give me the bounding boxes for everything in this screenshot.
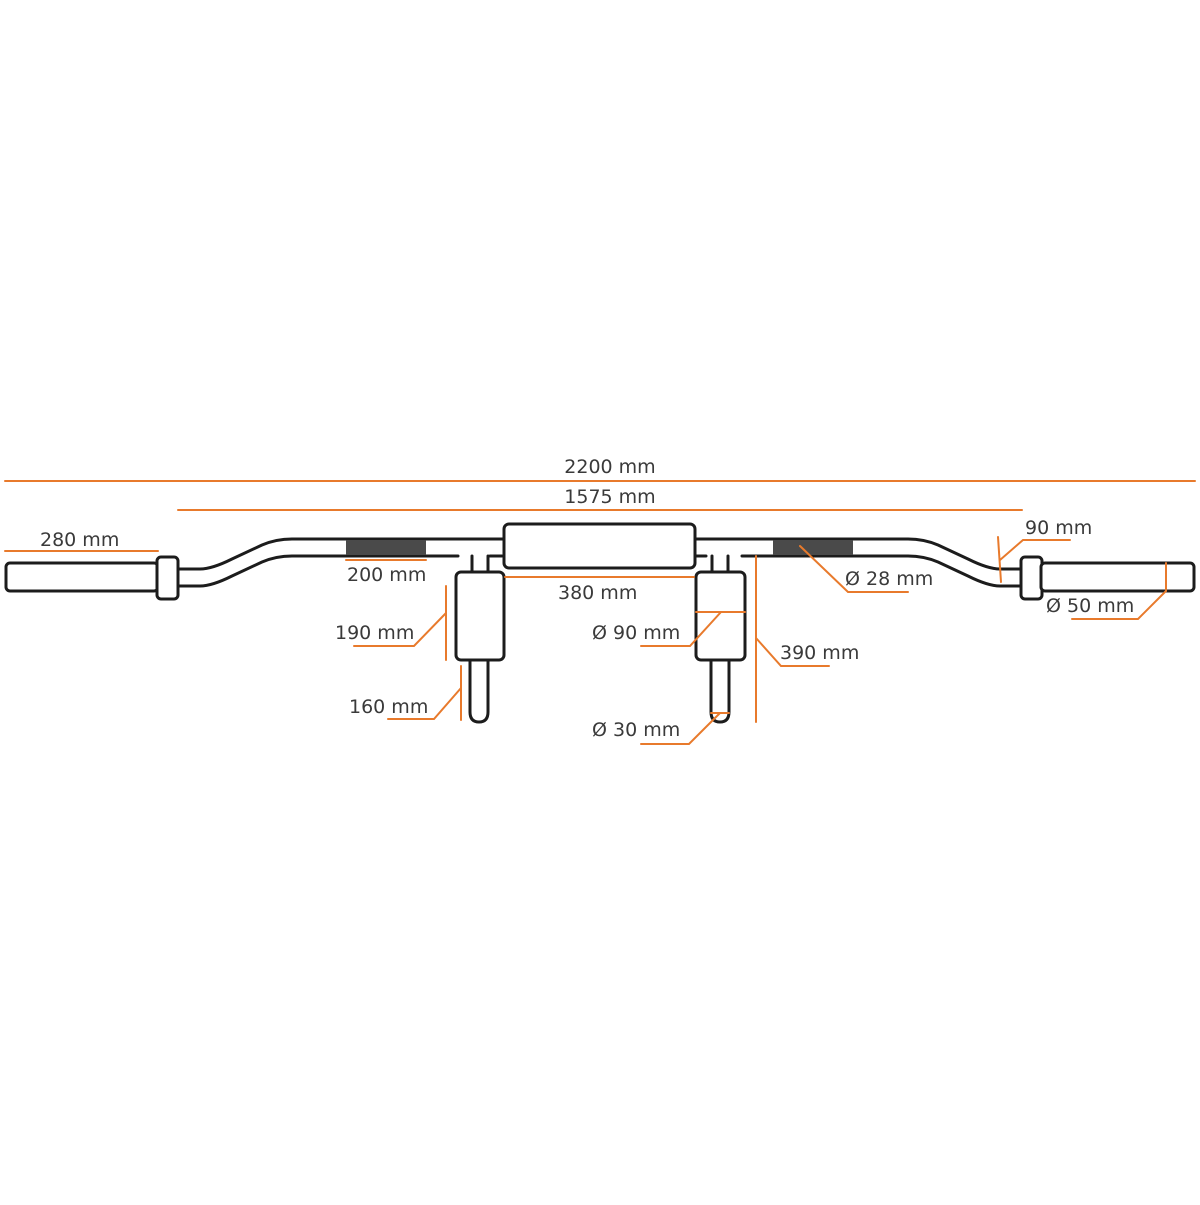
handle-length-label: 160 mm bbox=[349, 696, 428, 718]
right-shoulder-pad bbox=[694, 570, 747, 662]
handle-diameter-label: Ø 30 mm bbox=[592, 719, 680, 741]
shaft-diameter-label: Ø 28 mm bbox=[845, 568, 933, 590]
total-length-label: 2200 mm bbox=[564, 456, 655, 478]
right-shaft-bottom bbox=[740, 554, 1024, 588]
pad-diameter-leader bbox=[640, 611, 722, 647]
right-handle bbox=[709, 658, 731, 724]
inner-length-label: 1575 mm bbox=[564, 486, 655, 508]
left-shaft-top bbox=[176, 537, 506, 571]
pad-diameter-label: Ø 90 mm bbox=[592, 622, 680, 644]
right-collar bbox=[1019, 555, 1044, 601]
dimension-labels: 2200 mm 1575 mm 280 mm 90 mm 200 mm Ø 28… bbox=[40, 456, 1134, 741]
sleeve-diameter-leader bbox=[1071, 590, 1167, 620]
right-shaft-top bbox=[694, 537, 1024, 571]
barbell-drawing bbox=[4, 522, 1196, 724]
drop-depth-leader bbox=[755, 637, 830, 667]
grip-length-label: 200 mm bbox=[347, 564, 426, 586]
left-handle bbox=[468, 658, 490, 724]
handle-diameter-leader bbox=[640, 712, 721, 745]
sleeve-length-label: 280 mm bbox=[40, 529, 119, 551]
handle-length-leader bbox=[387, 687, 462, 720]
drop-depth-label: 390 mm bbox=[780, 642, 859, 664]
pad-height-label: 190 mm bbox=[335, 622, 414, 644]
center-pad bbox=[502, 522, 697, 570]
left-shoulder-pad bbox=[454, 570, 506, 662]
dimension-lines bbox=[4, 480, 1196, 745]
left-collar bbox=[155, 555, 180, 601]
left-grip-knurl bbox=[346, 540, 426, 555]
right-grip-knurl bbox=[773, 540, 853, 555]
pad-spacing-label: 380 mm bbox=[558, 582, 637, 604]
left-sleeve bbox=[4, 561, 160, 593]
pad-height-leader bbox=[353, 612, 447, 647]
sleeve-diameter-label: Ø 50 mm bbox=[1046, 595, 1134, 617]
shaft-diameter-leader bbox=[799, 545, 909, 593]
collar-width-leader bbox=[999, 539, 1071, 561]
collar-width-label: 90 mm bbox=[1025, 517, 1092, 539]
right-sleeve bbox=[1039, 561, 1196, 593]
left-shaft-bottom bbox=[176, 554, 460, 588]
